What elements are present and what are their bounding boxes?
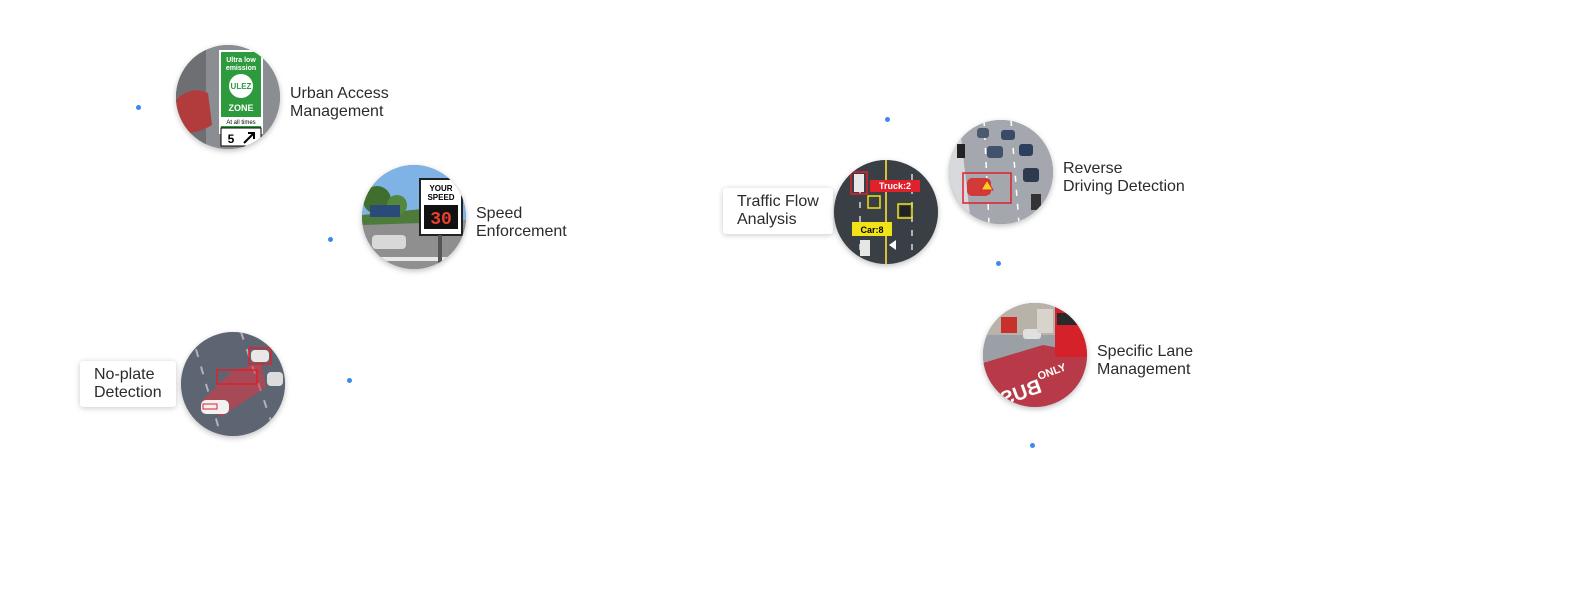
ulez-line2: emission (226, 65, 256, 72)
no-plate-label: No-plate Detection (80, 361, 176, 407)
speed-enforcement-label-line1: Speed (476, 205, 523, 222)
ulez-line1: Ultra low (226, 57, 256, 64)
speed-enforcement-label: Speed Enforcement (476, 205, 567, 241)
speed-sign-value: 30 (430, 210, 452, 230)
traffic-car-count: Car:8 (860, 225, 883, 235)
traffic-flow-label-line2: Analysis (737, 211, 797, 228)
decor-dot (885, 117, 890, 122)
urban-access-label: Urban Access Management (290, 85, 389, 121)
no-plate-label-line2: Detection (94, 384, 162, 401)
reverse-driving-label: Reverse Driving Detection (1063, 160, 1185, 196)
traffic-flow-image[interactable]: Truck:2 Car:8 (834, 160, 938, 264)
decor-dot (347, 378, 352, 383)
traffic-truck-count: Truck:2 (879, 181, 911, 191)
traffic-flow-label-line1: Traffic Flow (737, 193, 819, 210)
reverse-driving-label-line2: Driving Detection (1063, 178, 1185, 195)
ulez-line5: At all times (226, 120, 255, 126)
speed-sign-line1: YOUR (429, 184, 452, 193)
speed-sign-line2: SPEED (427, 193, 454, 202)
reverse-driving-label-line1: Reverse (1063, 160, 1123, 177)
decor-dot (996, 261, 1001, 266)
ulez-line4: ZONE (228, 103, 253, 113)
specific-lane-image[interactable]: ONLY BUS (983, 303, 1087, 407)
urban-access-label-line2: Management (290, 103, 384, 120)
ulez-line6: 5 (228, 132, 235, 146)
urban-access-image[interactable]: Ultra low emission ULEZ ZONE At all time… (176, 45, 280, 149)
specific-lane-label-line2: Management (1097, 361, 1191, 378)
decor-dot (328, 237, 333, 242)
no-plate-image[interactable] (181, 332, 285, 436)
decor-dot (136, 105, 141, 110)
traffic-flow-label: Traffic Flow Analysis (723, 188, 833, 234)
no-plate-label-line1: No-plate (94, 366, 155, 383)
speed-enforcement-label-line2: Enforcement (476, 223, 567, 240)
decor-dot (1030, 443, 1035, 448)
ulez-line3: ULEZ (231, 82, 252, 91)
reverse-driving-image[interactable] (949, 120, 1053, 224)
speed-enforcement-image[interactable]: YOUR SPEED 30 (362, 165, 466, 269)
urban-access-label-line1: Urban Access (290, 85, 389, 102)
specific-lane-label: Specific Lane Management (1097, 343, 1193, 379)
specific-lane-label-line1: Specific Lane (1097, 343, 1194, 360)
